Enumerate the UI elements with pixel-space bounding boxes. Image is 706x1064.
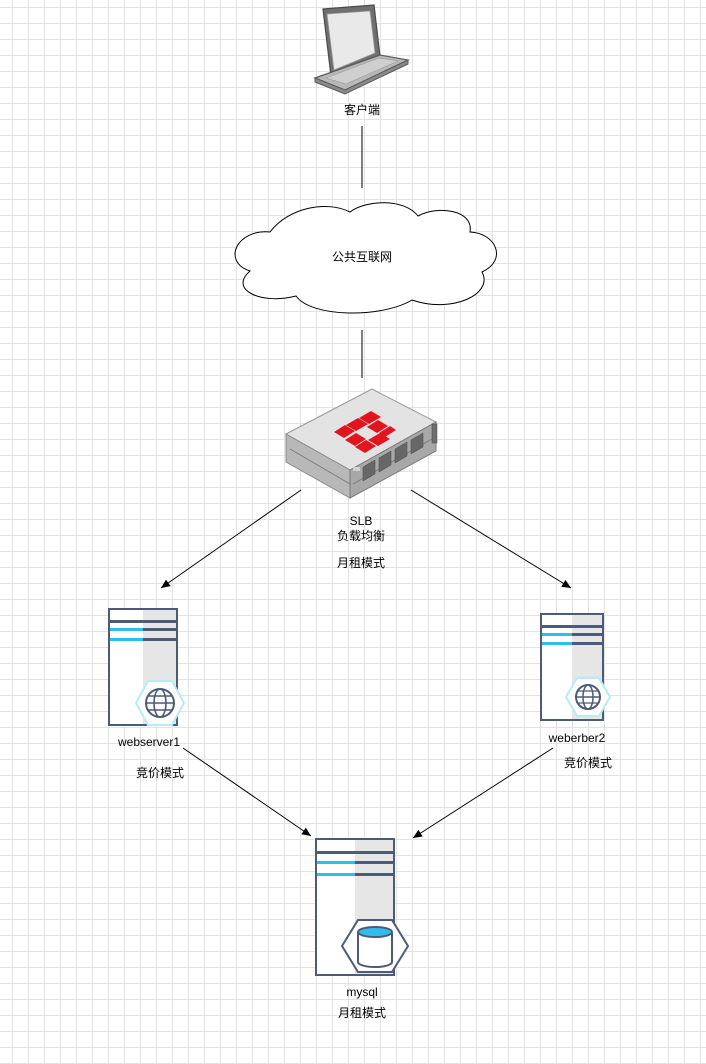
internet-cloud <box>234 202 497 314</box>
slb-role-label: 负载均衡 <box>336 529 385 543</box>
db-billing-label: 月租模式 <box>337 1006 386 1020</box>
web1-name-label: webserver1 <box>117 735 181 749</box>
arrow-web2-db <box>412 747 554 839</box>
web2-name-label: weberber2 <box>548 731 606 745</box>
web-server-icon <box>108 608 186 726</box>
laptop-icon <box>313 4 410 95</box>
client-label: 客户端 <box>343 103 380 117</box>
web1-billing-label: 竞价模式 <box>135 766 184 780</box>
slb-billing-label: 月租模式 <box>336 556 385 570</box>
db-name-label: mysql <box>346 985 378 999</box>
web-server-icon <box>540 613 612 721</box>
arrow-slb-web2 <box>410 489 572 589</box>
slb-name-label: SLB <box>349 514 373 528</box>
arrow-slb-web1 <box>160 489 302 589</box>
internet-label: 公共互联网 <box>331 250 392 264</box>
database-server-icon <box>315 838 410 976</box>
load-balancer-appliance-icon <box>284 388 438 499</box>
arrow-web1-db <box>182 747 312 837</box>
web2-billing-label: 竞价模式 <box>563 756 612 770</box>
